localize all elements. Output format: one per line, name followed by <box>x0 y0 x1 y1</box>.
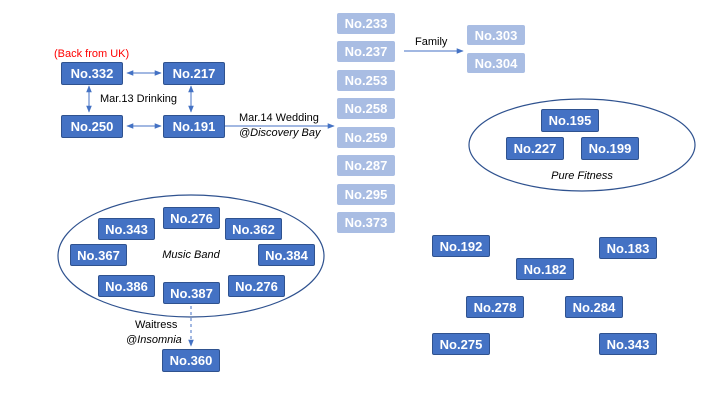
wedding-guest[interactable]: No.233 <box>337 13 395 34</box>
scattered-node[interactable]: No.278 <box>466 296 524 318</box>
drinking-label: Mar.13 Drinking <box>100 93 178 105</box>
family-member[interactable]: No.303 <box>467 25 525 45</box>
wedding-guest[interactable]: No.373 <box>337 212 395 233</box>
pure-fitness-ellipse <box>468 98 696 192</box>
wedding-guest[interactable]: No.287 <box>337 155 395 176</box>
music-band-member[interactable]: No.343 <box>98 218 155 240</box>
music-band-ellipse <box>57 194 325 318</box>
note-back-from-uk: (Back from UK) <box>54 48 130 60</box>
scattered-node[interactable]: No.182 <box>516 258 574 280</box>
node-191[interactable]: No.191 <box>163 115 225 138</box>
pure-fitness-member[interactable]: No.199 <box>581 137 639 160</box>
music-band-member[interactable]: No.367 <box>70 244 127 266</box>
music-band-label: Music Band <box>162 249 220 261</box>
music-band-member[interactable]: No.386 <box>98 275 155 297</box>
scattered-node[interactable]: No.275 <box>432 333 490 355</box>
pure-fitness-member[interactable]: No.195 <box>541 109 599 132</box>
scattered-node[interactable]: No.343 <box>599 333 657 355</box>
waitress-location-label: @Insomnia <box>126 334 182 346</box>
wedding-guest[interactable]: No.258 <box>337 98 395 119</box>
node-332[interactable]: No.332 <box>61 62 123 85</box>
pure-fitness-member[interactable]: No.227 <box>506 137 564 160</box>
music-band-member[interactable]: No.362 <box>225 218 282 240</box>
family-member[interactable]: No.304 <box>467 53 525 73</box>
pure-fitness-label: Pure Fitness <box>551 170 613 182</box>
wedding-guest[interactable]: No.259 <box>337 127 395 148</box>
wedding-guest[interactable]: No.295 <box>337 184 395 205</box>
music-band-member[interactable]: No.276 <box>163 207 220 229</box>
music-band-member[interactable]: No.387 <box>163 282 220 304</box>
node-217[interactable]: No.217 <box>163 62 225 85</box>
family-label: Family <box>415 36 448 48</box>
wedding-guest[interactable]: No.253 <box>337 70 395 91</box>
wedding-label: Mar.14 Wedding <box>239 112 319 124</box>
wedding-guest[interactable]: No.237 <box>337 41 395 62</box>
music-band-member[interactable]: No.276 <box>228 275 285 297</box>
wedding-location-label: @Discovery Bay <box>239 127 321 139</box>
scattered-node[interactable]: No.183 <box>599 237 657 259</box>
scattered-node[interactable]: No.192 <box>432 235 490 257</box>
music-band-member[interactable]: No.384 <box>258 244 315 266</box>
scattered-node[interactable]: No.284 <box>565 296 623 318</box>
waitress-label: Waitress <box>135 319 178 331</box>
node-250[interactable]: No.250 <box>61 115 123 138</box>
node-360[interactable]: No.360 <box>162 349 220 372</box>
